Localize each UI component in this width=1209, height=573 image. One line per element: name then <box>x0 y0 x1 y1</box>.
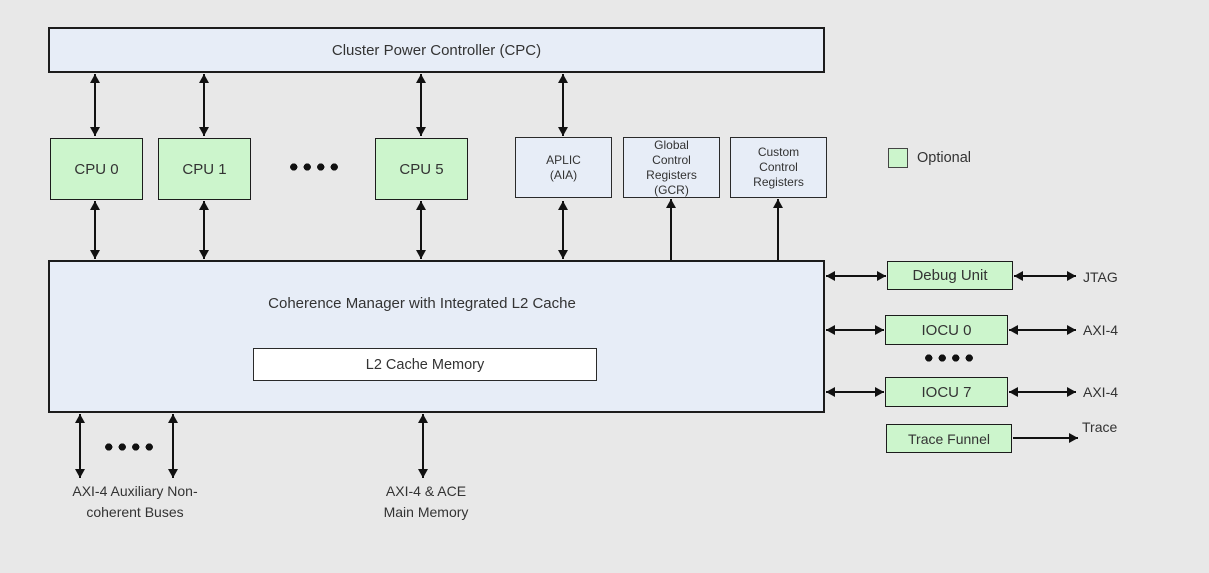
aplic-block: APLIC (AIA) <box>515 137 612 198</box>
cpu5-block: CPU 5 <box>375 138 468 200</box>
ccr-line2: Control <box>759 160 798 174</box>
aplic-line2: (AIA) <box>549 167 578 182</box>
arrow-cpc-cpu0 <box>90 74 100 136</box>
main-memory-label-line2: Main Memory <box>383 504 469 520</box>
debug-unit-block: Debug Unit <box>887 261 1013 290</box>
iocu7-port-label: AXI-4 <box>1083 384 1119 400</box>
arrow-cpc-cpu5 <box>416 74 426 136</box>
iocu7-label: IOCU 7 <box>921 383 972 401</box>
gcr-line2: Control <box>652 152 691 167</box>
aux-bus-label-line1: AXI-4 Auxiliary Non- <box>72 483 198 499</box>
cpu0-block: CPU 0 <box>50 138 143 200</box>
iocu0-port-label: AXI-4 <box>1083 322 1119 338</box>
trace-funnel-block: Trace Funnel <box>886 424 1012 453</box>
aplic-line1: APLIC <box>546 152 581 167</box>
cpu1-block: CPU 1 <box>158 138 251 200</box>
cpu5-label: CPU 5 <box>399 160 444 178</box>
arrow-cpc-aplic <box>558 74 568 136</box>
cpu-ellipsis-dots-icon <box>287 163 338 171</box>
gcr-line3: Registers <box>646 167 697 182</box>
arrow-aplic-cm <box>558 201 568 259</box>
iocu-ellipsis-dots-icon <box>922 354 973 362</box>
ccr-line3: Registers <box>753 175 804 189</box>
arrow-debug-unit-jtag <box>1014 271 1076 281</box>
arrow-cpu0-cm <box>90 201 100 259</box>
arrow-cm-iocu7 <box>826 387 884 397</box>
jtag-port-label: JTAG <box>1083 269 1118 285</box>
aux-bus-label: AXI-4 Auxiliary Non- coherent Buses <box>40 481 230 523</box>
cpu1-label: CPU 1 <box>182 160 227 178</box>
main-memory-label-line1: AXI-4 & ACE <box>385 483 467 499</box>
aux-bus-label-line2: coherent Buses <box>86 504 184 520</box>
arrow-cm-aux-bus-0 <box>75 414 85 478</box>
arrow-iocu0-axi4 <box>1009 325 1076 335</box>
gcr-block: Global Control Registers (GCR) <box>623 137 720 198</box>
arrow-cm-gcr <box>666 199 676 260</box>
arrow-cpu5-cm <box>416 201 426 259</box>
arrow-iocu7-axi4 <box>1009 387 1076 397</box>
custom-registers-block: Custom Control Registers <box>730 137 827 198</box>
gcr-line4: (GCR) <box>654 182 689 197</box>
aux-bus-ellipsis-dots-icon <box>102 443 153 451</box>
cpc-label: Cluster Power Controller (CPC) <box>331 41 542 59</box>
trace-funnel-label: Trace Funnel <box>908 430 990 447</box>
iocu0-label: IOCU 0 <box>921 321 972 339</box>
custom-registers-label: Custom Control Registers <box>753 145 804 190</box>
arrow-cm-main-memory <box>418 414 428 478</box>
coherence-manager-label: Coherence Manager with Integrated L2 Cac… <box>268 295 576 312</box>
arrow-cm-aux-bus-n <box>168 414 178 478</box>
arrow-cm-debug-unit <box>826 271 886 281</box>
coherence-manager-block: Coherence Manager with Integrated L2 Cac… <box>48 260 825 413</box>
ccr-line1: Custom <box>757 145 800 159</box>
legend-optional-label: Optional <box>917 150 972 166</box>
arrow-cpu1-cm <box>199 201 209 259</box>
arrow-trace-funnel-trace <box>1013 433 1078 443</box>
iocu0-block: IOCU 0 <box>885 315 1008 345</box>
aplic-label: APLIC (AIA) <box>546 153 581 183</box>
trace-port-label: Trace <box>1082 419 1118 435</box>
cpu0-label: CPU 0 <box>74 160 119 178</box>
debug-unit-label: Debug Unit <box>912 267 988 284</box>
gcr-label: Global Control Registers (GCR) <box>646 138 697 198</box>
arrow-cpc-cpu1 <box>199 74 209 136</box>
arrow-cm-iocu0 <box>826 325 884 335</box>
gcr-line1: Global <box>654 137 689 152</box>
legend-optional-swatch <box>888 148 908 168</box>
l2-cache-memory-block: L2 Cache Memory <box>253 348 597 381</box>
main-memory-label: AXI-4 & ACE Main Memory <box>336 481 516 523</box>
arrow-cm-custom <box>773 199 783 260</box>
iocu7-block: IOCU 7 <box>885 377 1008 407</box>
cpc-block: Cluster Power Controller (CPC) <box>48 27 825 73</box>
l2-cache-memory-label: L2 Cache Memory <box>365 356 485 373</box>
